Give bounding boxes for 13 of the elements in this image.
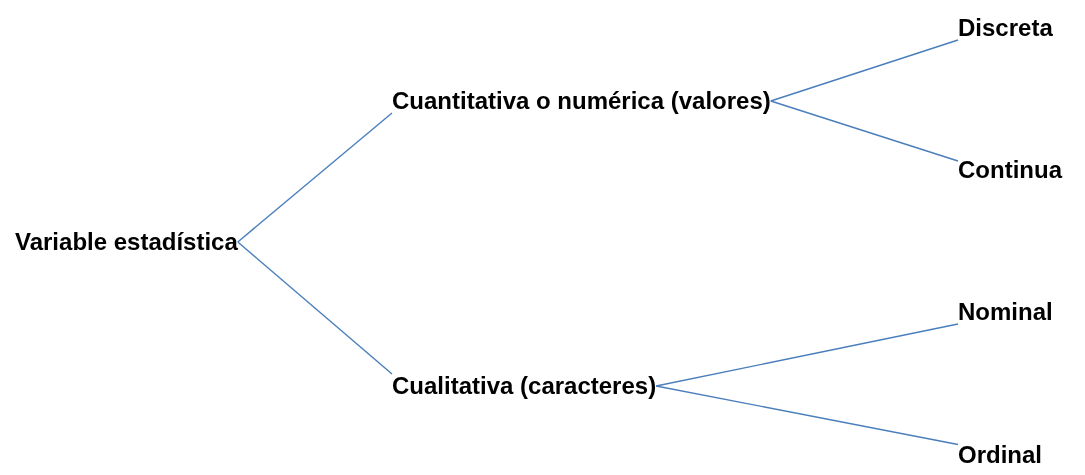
connector-line (655, 323, 959, 387)
connector-line (655, 385, 959, 446)
category-label: Cuantitativa o numérica (valores) (392, 86, 771, 116)
category-label: Variable estadística (15, 227, 238, 257)
connector-line (237, 241, 393, 375)
category-label: Ordinal (958, 440, 1042, 470)
category-label: Discreta (958, 13, 1053, 43)
connector-line (237, 112, 393, 243)
connector-line (770, 100, 959, 162)
category-label: Nominal (958, 297, 1053, 327)
category-label: Cualitativa (caracteres) (392, 371, 657, 401)
connector-line (770, 39, 959, 102)
category-label: Continua (958, 155, 1062, 185)
